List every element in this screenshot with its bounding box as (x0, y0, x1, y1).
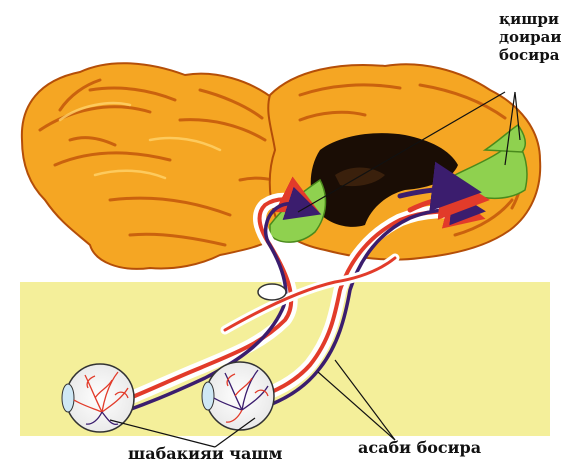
visual-cortex-label-line: босира (499, 46, 561, 64)
optic-nerve-label: асаби босира (358, 440, 481, 456)
visual-cortex-label-line: доираи (499, 28, 561, 46)
optic-chiasm (258, 284, 286, 300)
visual-cortex-label: қишри доираи босира (499, 10, 561, 64)
visual-cortex-label-line: қишри (499, 10, 561, 28)
retina-label: шабакияи чашм (128, 446, 282, 462)
